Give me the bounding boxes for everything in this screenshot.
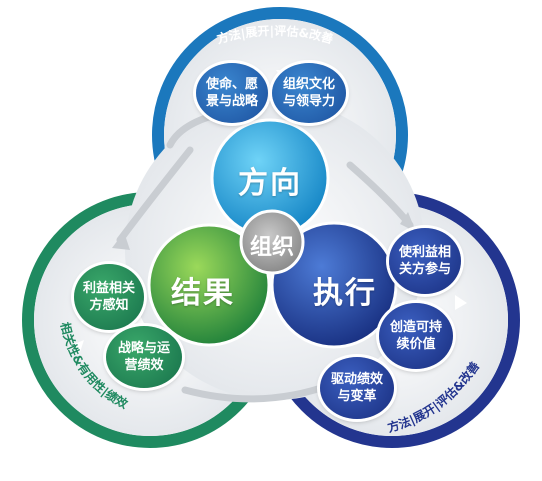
stakeholder-perception-node[interactable]: 利益相关 方感知 [74,264,144,330]
mission-vision-strategy-node[interactable]: 使命、愿 景与战略 [196,63,268,123]
execution-label: 执行 [313,276,377,311]
stakeholder-perception-text: 利益相关 方感知 [82,281,135,313]
strategic-performance-node[interactable]: 战略与运 营绩效 [106,326,182,388]
mission-vision-strategy-text: 使命、愿 景与战略 [205,77,258,109]
direction-label: 方向 [238,166,302,201]
strategic-performance-text: 战略与运 营绩效 [117,341,170,373]
culture-leadership-text: 组织文化 与领导力 [282,77,335,109]
execution-circle[interactable] [270,221,398,349]
sustainable-value-text: 创造可持 续价值 [389,320,442,352]
engage-stakeholders-node[interactable]: 使利益相 关方参与 [389,228,461,294]
organization-circle[interactable] [239,209,305,275]
sustainable-value-node[interactable]: 创造可持 续价值 [379,303,453,369]
drive-performance-text: 驱动绩效 与变革 [330,372,383,404]
culture-leadership-node[interactable]: 组织文化 与领导力 [272,63,346,123]
results-circle[interactable] [147,223,271,347]
engage-stakeholders-text: 使利益相 关方参与 [398,245,451,277]
organization-label: 组织 [249,235,294,260]
results-label: 结果 [171,276,235,311]
drive-performance-node[interactable]: 驱动绩效 与变革 [320,357,394,419]
